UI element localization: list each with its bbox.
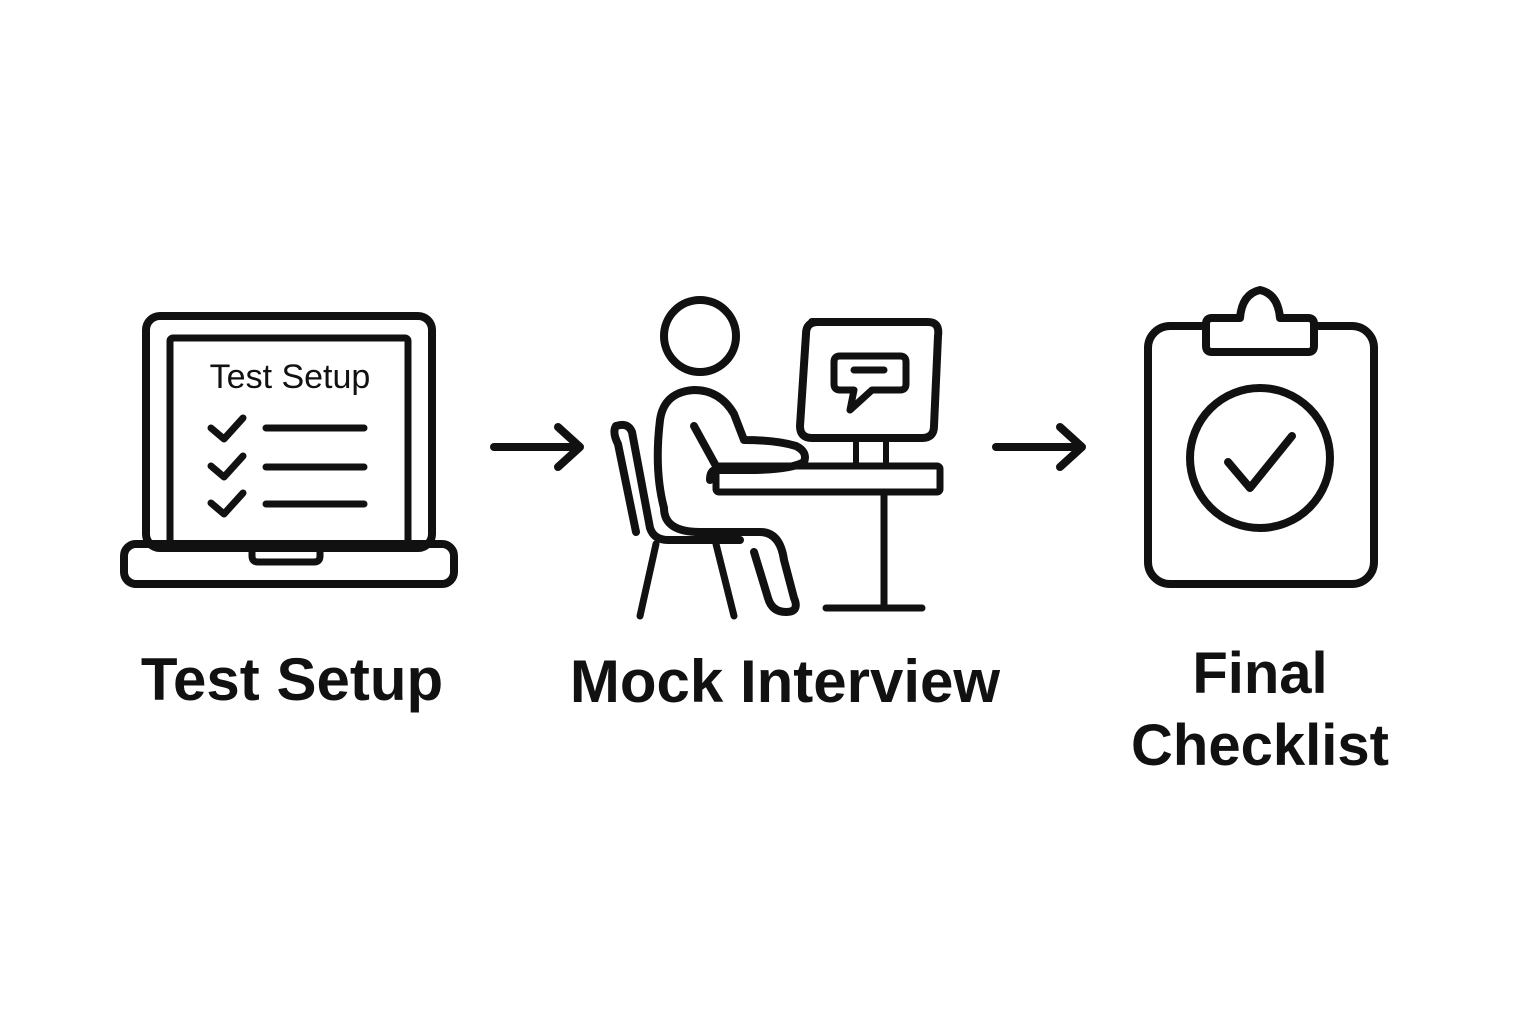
person-body (653, 386, 809, 616)
laptop-screen-title: Test Setup (209, 358, 371, 396)
step-label-test-setup: Test Setup (140, 646, 444, 713)
check-icon (207, 489, 247, 518)
desk (712, 462, 944, 612)
arrow-right-icon (992, 423, 1086, 471)
check-icon (207, 452, 247, 481)
check-circle (1186, 384, 1334, 532)
person-head (660, 296, 740, 376)
step-label-mock-interview: Mock Interview (569, 648, 1001, 715)
monitor (796, 318, 943, 469)
chair (610, 420, 744, 620)
person-at-computer-icon (610, 296, 944, 620)
checklist-row (207, 452, 368, 481)
chat-bubble-icon (830, 352, 910, 414)
checklist-row (207, 489, 368, 518)
arrow-right-icon (490, 423, 584, 471)
step-label-final-checklist: Final Checklist (1131, 641, 1389, 778)
laptop-checklist-icon (120, 312, 458, 588)
check-icon (207, 414, 247, 443)
checklist-row (207, 414, 368, 443)
check-icon (1224, 432, 1296, 492)
clipboard-check-icon (1144, 286, 1378, 588)
